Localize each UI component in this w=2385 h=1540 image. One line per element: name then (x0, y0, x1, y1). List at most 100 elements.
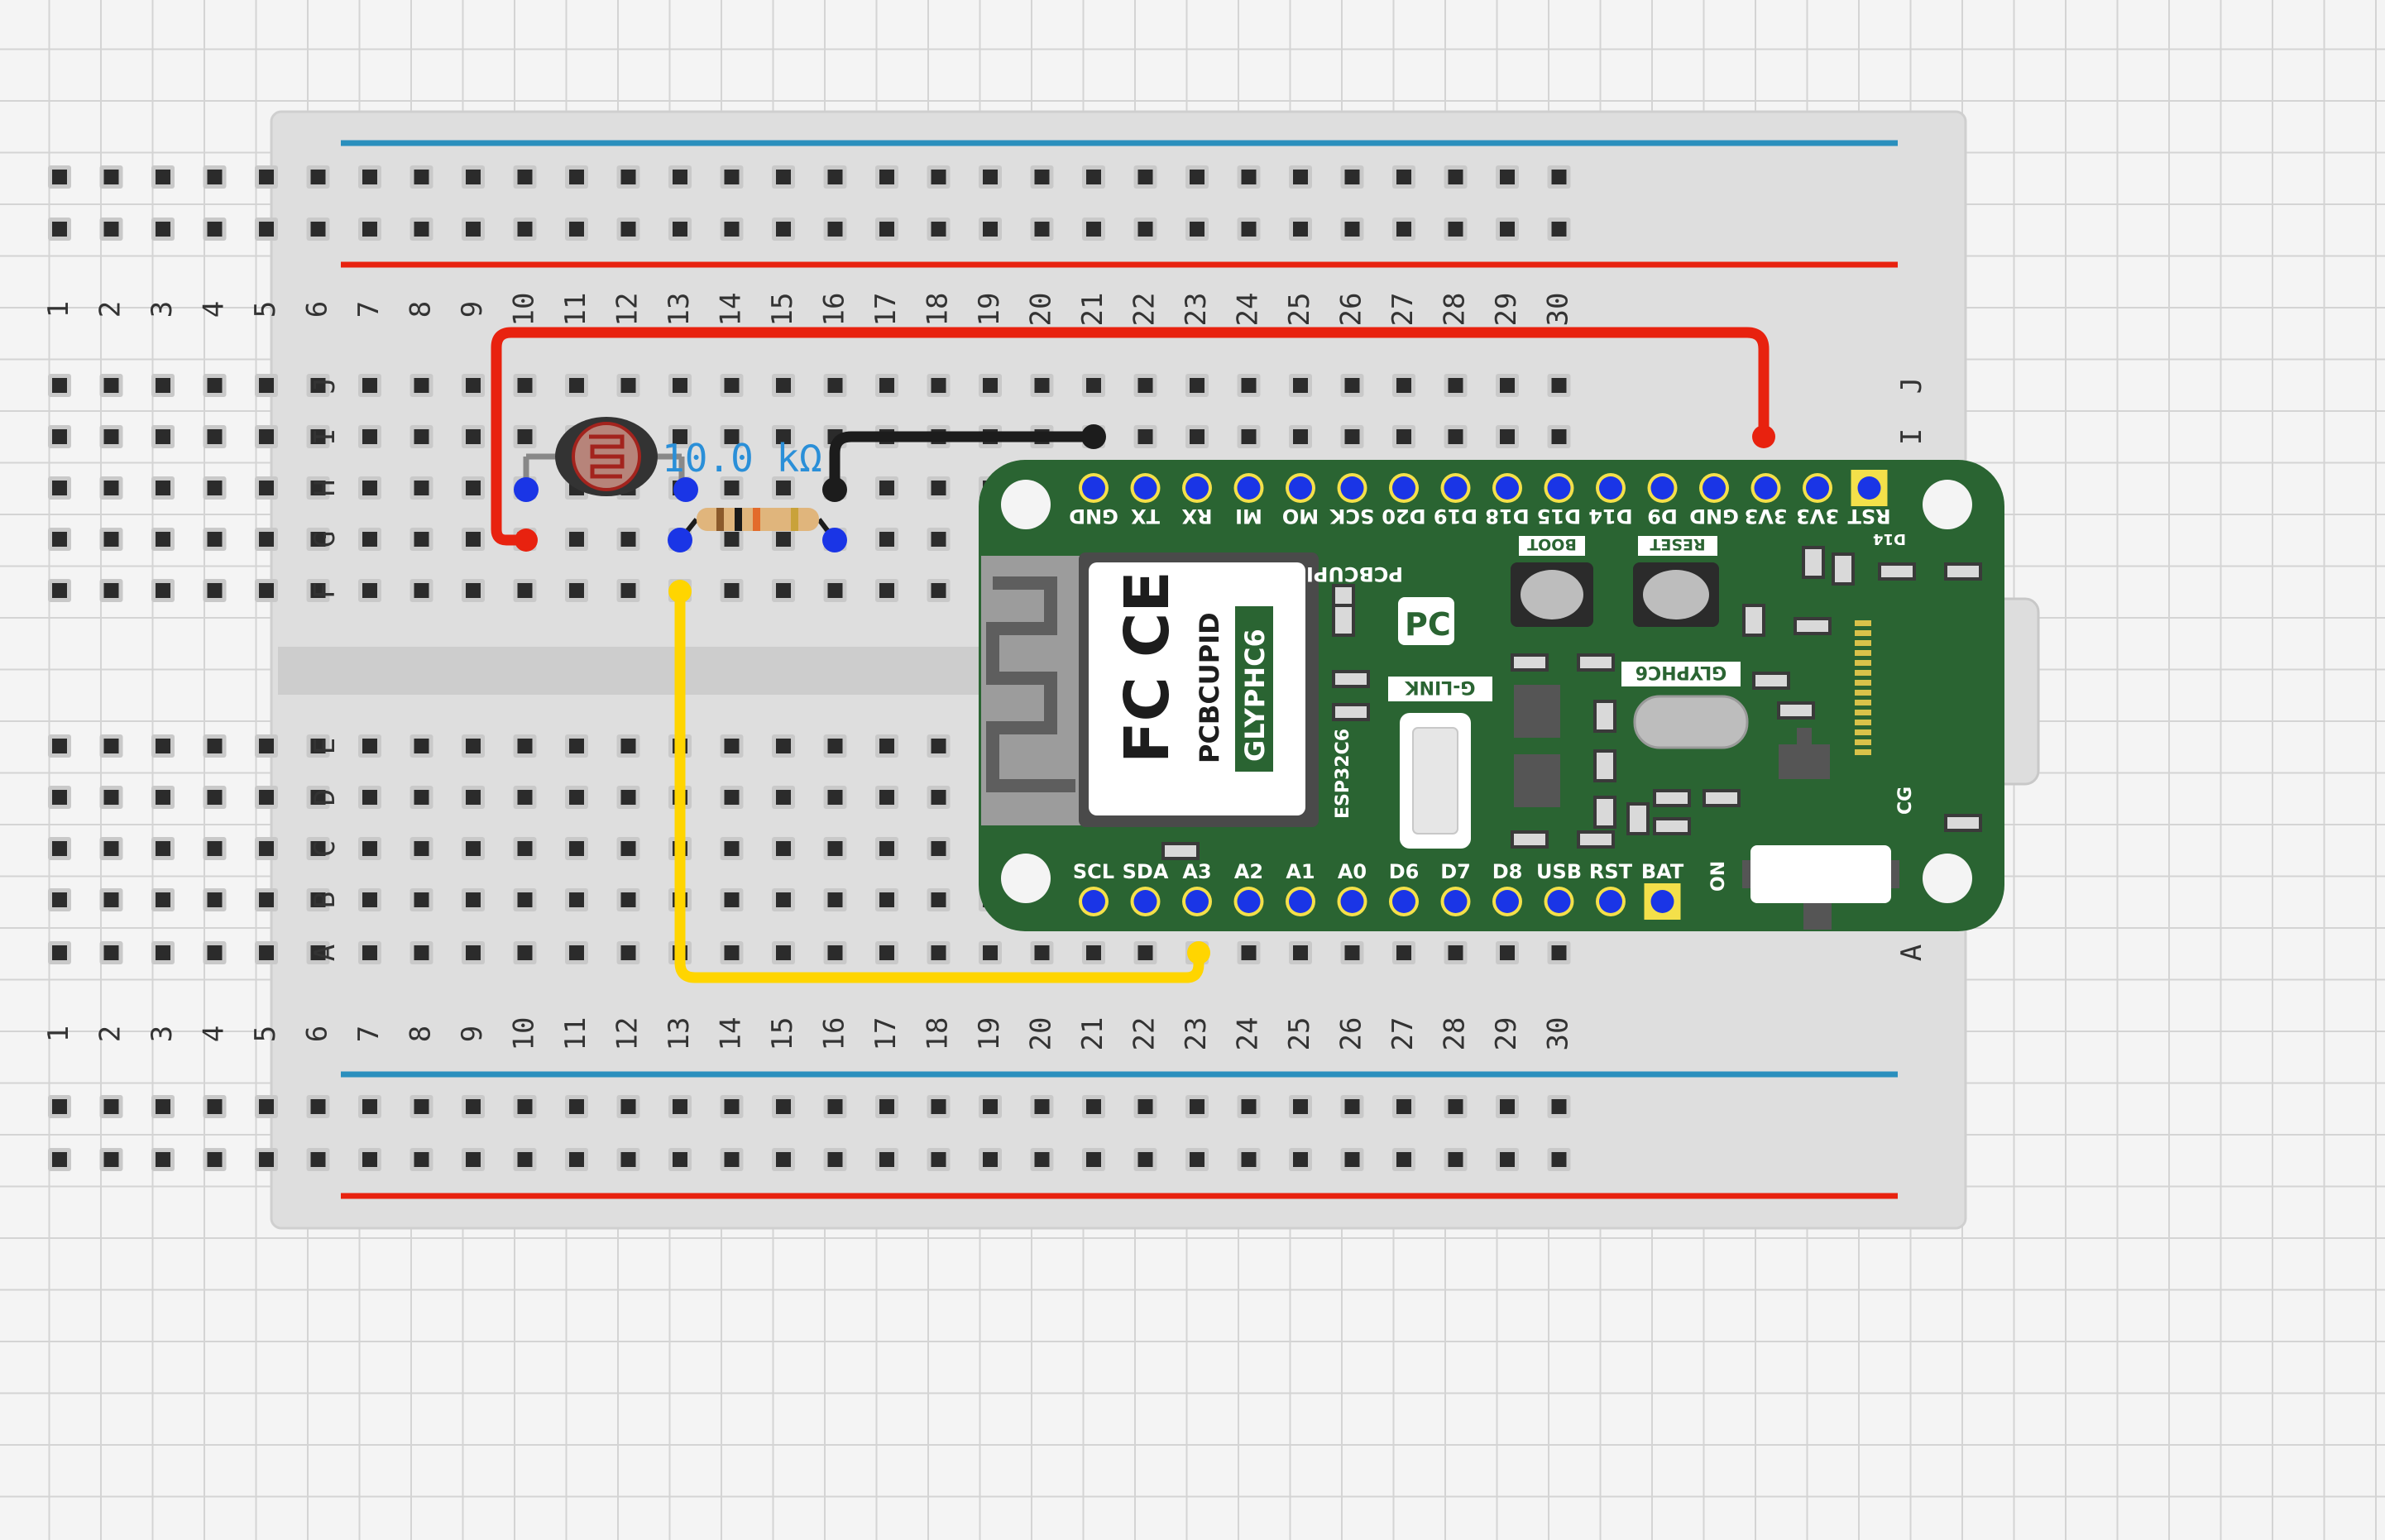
breadboard-hole[interactable] (569, 841, 584, 856)
power-switch-knob[interactable] (1803, 903, 1832, 930)
rail-hole[interactable] (517, 1152, 533, 1167)
rail-hole[interactable] (931, 170, 946, 184)
breadboard-hole[interactable] (52, 532, 67, 547)
breadboard-hole[interactable] (362, 532, 377, 547)
breadboard-hole[interactable] (931, 532, 946, 547)
top-pin[interactable] (1237, 476, 1261, 500)
rail-hole[interactable] (1190, 222, 1204, 237)
rail-hole[interactable] (1448, 1099, 1463, 1114)
breadboard-hole[interactable] (724, 481, 740, 495)
breadboard-hole[interactable] (1293, 945, 1308, 960)
breadboard-hole[interactable] (931, 790, 946, 805)
breadboard-hole[interactable] (1396, 945, 1411, 960)
breadboard-hole[interactable] (931, 481, 946, 495)
rail-hole[interactable] (466, 170, 481, 184)
breadboard-hole[interactable] (259, 532, 274, 547)
breadboard-hole[interactable] (1241, 429, 1257, 444)
breadboard-hole[interactable] (414, 945, 429, 960)
breadboard-hole[interactable] (466, 945, 481, 960)
rail-hole[interactable] (362, 1099, 377, 1114)
breadboard-hole[interactable] (620, 945, 636, 960)
rail-hole[interactable] (724, 170, 740, 184)
breadboard-hole[interactable] (103, 481, 119, 495)
ldr-pin-1[interactable] (514, 477, 539, 502)
reset-button[interactable] (1643, 570, 1709, 619)
breadboard-hole[interactable] (931, 892, 946, 907)
rail-hole[interactable] (673, 1152, 687, 1167)
rail-hole[interactable] (879, 1152, 894, 1167)
breadboard-hole[interactable] (259, 583, 274, 598)
rail-hole[interactable] (827, 170, 843, 184)
breadboard-hole[interactable] (310, 892, 326, 907)
breadboard-hole[interactable] (724, 841, 740, 856)
rail-hole[interactable] (310, 1152, 326, 1167)
rail-hole[interactable] (156, 170, 170, 184)
breadboard-hole[interactable] (1448, 378, 1463, 393)
rail-hole[interactable] (569, 1099, 584, 1114)
breadboard-hole[interactable] (931, 739, 946, 753)
breadboard-hole[interactable] (156, 429, 170, 444)
rail-hole[interactable] (259, 1099, 274, 1114)
top-pin[interactable] (1703, 476, 1726, 500)
bottom-pin[interactable] (1650, 890, 1674, 913)
rail-hole[interactable] (931, 1099, 946, 1114)
breadboard-hole[interactable] (466, 739, 481, 753)
breadboard-hole[interactable] (310, 532, 326, 547)
breadboard-hole[interactable] (259, 739, 274, 753)
rail-hole[interactable] (517, 1099, 533, 1114)
rail-hole[interactable] (466, 1152, 481, 1167)
breadboard-hole[interactable] (879, 841, 894, 856)
rail-hole[interactable] (414, 1152, 429, 1167)
breadboard-hole[interactable] (517, 841, 533, 856)
rail-hole[interactable] (1241, 170, 1257, 184)
bottom-pin[interactable] (1133, 890, 1157, 913)
breadboard-hole[interactable] (1137, 378, 1153, 393)
breadboard-hole[interactable] (620, 583, 636, 598)
breadboard-hole[interactable] (207, 739, 223, 753)
rail-hole[interactable] (156, 222, 170, 237)
rail-hole[interactable] (156, 1099, 170, 1114)
breadboard-hole[interactable] (207, 481, 223, 495)
resistor-pin-2[interactable] (822, 528, 847, 552)
breadboard-hole[interactable] (569, 892, 584, 907)
rail-hole[interactable] (569, 170, 584, 184)
wires[interactable] (491, 327, 1775, 983)
rail-hole[interactable] (414, 170, 429, 184)
rail-hole[interactable] (362, 1152, 377, 1167)
rail-hole[interactable] (310, 170, 326, 184)
breadboard-hole[interactable] (466, 892, 481, 907)
breadboard-hole[interactable] (673, 429, 687, 444)
breadboard-hole[interactable] (207, 583, 223, 598)
breadboard-hole[interactable] (1034, 378, 1050, 393)
breadboard-hole[interactable] (52, 481, 67, 495)
breadboard-hole[interactable] (879, 790, 894, 805)
black-wire[interactable] (829, 431, 1099, 495)
rail-hole[interactable] (879, 222, 894, 237)
breadboard-hole[interactable] (414, 739, 429, 753)
rail-hole[interactable] (362, 222, 377, 237)
rail-hole[interactable] (1396, 222, 1411, 237)
breadboard-hole[interactable] (1293, 378, 1308, 393)
rail-hole[interactable] (776, 1099, 791, 1114)
rail-hole[interactable] (207, 1099, 223, 1114)
breadboard-hole[interactable] (362, 583, 377, 598)
breadboard-hole[interactable] (724, 945, 740, 960)
breadboard-hole[interactable] (724, 790, 740, 805)
rail-hole[interactable] (1500, 1152, 1515, 1167)
breadboard-hole[interactable] (517, 790, 533, 805)
rail-hole[interactable] (1448, 222, 1463, 237)
rail-hole[interactable] (207, 222, 223, 237)
rail-hole[interactable] (1344, 222, 1360, 237)
rail-hole[interactable] (259, 222, 274, 237)
breadboard-hole[interactable] (103, 583, 119, 598)
yellow-wire-end-a[interactable] (668, 580, 692, 603)
rail-hole[interactable] (931, 1152, 946, 1167)
rail-hole[interactable] (1137, 222, 1153, 237)
rail-hole[interactable] (1448, 170, 1463, 184)
bottom-pin[interactable] (1289, 890, 1312, 913)
breadboard-hole[interactable] (776, 945, 791, 960)
breadboard-hole[interactable] (879, 739, 894, 753)
breadboard-hole[interactable] (1137, 429, 1153, 444)
breadboard-hole[interactable] (310, 945, 326, 960)
breadboard-hole[interactable] (827, 841, 843, 856)
